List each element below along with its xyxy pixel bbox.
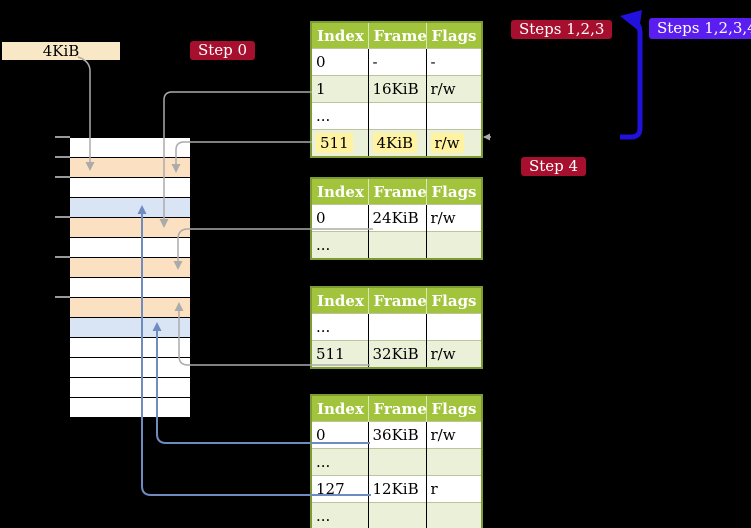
table-cell: 0 <box>311 48 368 76</box>
table-cell: r/w <box>425 75 482 103</box>
arrowhead-left-icon <box>483 133 490 141</box>
step0-badge: Step 0 <box>190 41 256 60</box>
memory-frame-4-table <box>70 218 190 238</box>
table-row: ... <box>311 231 482 259</box>
column-header-frame: Frame <box>367 22 427 49</box>
table-cell <box>367 313 426 341</box>
column-header-index: Index <box>311 178 368 205</box>
memory-frame-1-table <box>70 158 190 178</box>
table-cell <box>425 502 482 528</box>
table-cell: ... <box>311 448 368 476</box>
table-cell: 16KiB <box>367 75 426 103</box>
column-header-frame: Frame <box>367 178 427 205</box>
table-cell: ... <box>311 313 368 341</box>
column-header-index: Index <box>311 395 368 422</box>
steps123-badge: Steps 1,2,3 <box>511 20 613 39</box>
table-row: ... <box>311 448 482 476</box>
memory-frame-9-mapped <box>70 318 190 338</box>
table-cell <box>367 231 426 259</box>
column-header-index: Index <box>311 287 368 314</box>
table-cell: r/w <box>425 204 482 232</box>
memory-frame-12-free <box>70 378 190 398</box>
highlighted-value: 511 <box>316 133 353 153</box>
table-cell: 32KiB <box>367 340 426 368</box>
table-cell: r/w <box>425 421 482 449</box>
memory-frame-10-free <box>70 338 190 358</box>
table-cell: 0 <box>311 421 368 449</box>
table-cell: ... <box>311 231 368 259</box>
frame-size-label: 4KiB <box>2 42 120 60</box>
column-header-index: Index <box>311 22 368 49</box>
table-cell <box>367 448 426 476</box>
recursive-arrowhead-icon <box>620 10 642 31</box>
table-cell <box>425 448 482 476</box>
pointer-l4e511-to-frame1 <box>175 141 312 164</box>
table-cell: - <box>425 48 482 76</box>
table-cell <box>367 102 426 130</box>
table-cell <box>425 231 482 259</box>
column-header-flags: Flags <box>425 287 482 314</box>
highlighted-value: 4KiB <box>372 133 418 153</box>
table-row: ... <box>311 502 482 528</box>
column-header-flags: Flags <box>425 395 482 422</box>
table-cell <box>367 502 426 528</box>
table-row: ... <box>311 102 482 130</box>
recursive-loop-arrow <box>620 18 643 140</box>
physical-memory-strip <box>70 137 190 418</box>
table-cell: 127 <box>311 475 368 503</box>
memory-frame-5-free <box>70 238 190 258</box>
table-cell: 511 <box>311 340 368 368</box>
table-cell: 36KiB <box>367 421 426 449</box>
table-cell: r/w <box>425 340 482 368</box>
memory-frame-11-free <box>70 358 190 378</box>
table-cell <box>425 313 482 341</box>
table-row: 0-- <box>311 48 482 76</box>
memory-frame-2-free <box>70 178 190 198</box>
memory-frame-0-free <box>70 138 190 158</box>
table-cell: r/w <box>425 129 482 157</box>
table-cell: 12KiB <box>367 475 426 503</box>
table-cell: 0 <box>311 204 368 232</box>
step4-badge: Step 4 <box>521 157 587 176</box>
table-cell: 4KiB <box>367 129 426 157</box>
highlighted-value: r/w <box>430 133 464 153</box>
table-cell: 511 <box>311 129 368 157</box>
table-row: 511 4KiB r/w <box>311 129 482 157</box>
memory-frame-8-table <box>70 298 190 318</box>
table-cell: 1 <box>311 75 368 103</box>
table-cell: ... <box>311 502 368 528</box>
table-cell: ... <box>311 102 368 130</box>
table-cell: - <box>367 48 426 76</box>
table-row: ... <box>311 313 482 341</box>
table-cell: r <box>425 475 482 503</box>
column-header-flags: Flags <box>425 22 482 49</box>
column-header-frame: Frame <box>367 287 427 314</box>
memory-frame-7-free <box>70 278 190 298</box>
column-header-flags: Flags <box>425 178 482 205</box>
memory-frame-6-table <box>70 258 190 278</box>
table-cell <box>425 102 482 130</box>
column-header-frame: Frame <box>367 395 427 422</box>
memory-frame-3-mapped <box>70 198 190 218</box>
steps1234-badge: Steps 1,2,3,4 <box>649 18 751 39</box>
memory-frame-13-free <box>70 398 190 418</box>
table-cell: 24KiB <box>367 204 426 232</box>
